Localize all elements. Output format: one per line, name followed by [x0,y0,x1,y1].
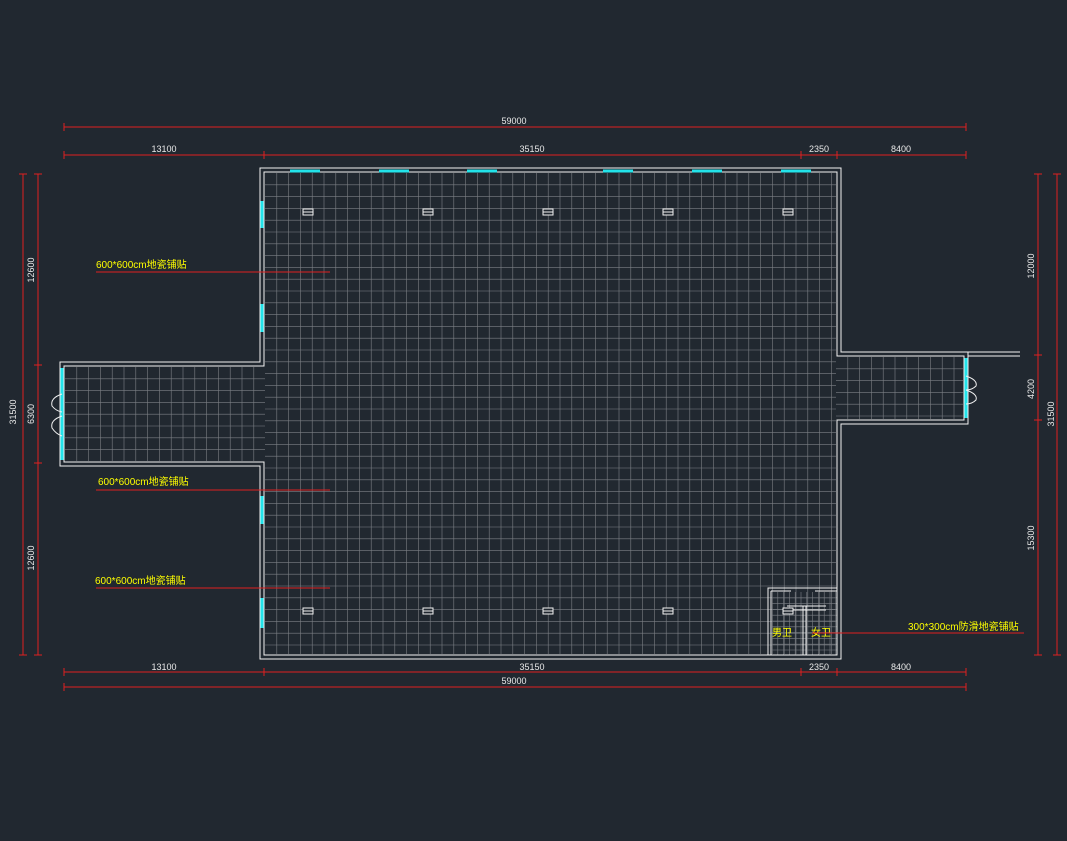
doors [51,375,977,437]
door-west-top [51,393,63,413]
dim-top-total: 59000 [501,116,526,126]
tile-note-3: 600*600cm地瓷铺贴 [95,574,186,587]
dimension-lines: 59000 13100 35150 2350 8400 13100 35150 … [8,116,1061,691]
dim-bottom-seg-2: 35150 [519,662,544,672]
restroom-tile-grid [772,592,837,655]
tile-note-1: 600*600cm地瓷铺贴 [96,258,187,271]
mens-restroom-label: 男卫 [772,627,792,639]
outer-wall-line [59,167,969,660]
dim-left-total: 31500 [8,399,18,424]
dim-left-seg-3: 12600 [26,545,36,570]
dim-top-seg-2: 35150 [519,144,544,154]
dim-right-total: 31500 [1046,401,1056,426]
dim-top-seg-4: 8400 [891,144,911,154]
restroom-block: 男卫 女卫 [767,587,838,656]
door-east-bottom [965,389,977,405]
dim-left-seg-2: 6300 [26,404,36,424]
dim-bottom-total: 59000 [501,676,526,686]
windows [60,169,968,628]
dim-bottom-seg-3: 2350 [809,662,829,672]
dim-top-seg-3: 2350 [809,144,829,154]
dim-left-seg-1: 12600 [26,257,36,282]
dim-top-seg-1: 13100 [151,144,176,154]
door-west-bottom [51,415,63,437]
door-east-top [965,375,977,391]
dim-bottom-seg-4: 8400 [891,662,911,672]
dim-right-seg-1: 12000 [1026,253,1036,278]
annotations: 600*600cm地瓷铺贴 600*600cm地瓷铺贴 600*600cm地瓷铺… [95,258,1024,634]
light-fixtures [302,208,794,615]
restroom-tile-note: 300*300cm防滑地瓷铺贴 [908,620,1019,633]
inner-wall-line [63,171,965,656]
floor-tile-grid [65,173,963,654]
dim-bottom-seg-1: 13100 [151,662,176,672]
tile-note-2: 600*600cm地瓷铺贴 [98,475,189,488]
dim-right-seg-3: 15300 [1026,525,1036,550]
exterior-walls [59,167,1020,660]
dim-right-seg-2: 4200 [1026,379,1036,399]
